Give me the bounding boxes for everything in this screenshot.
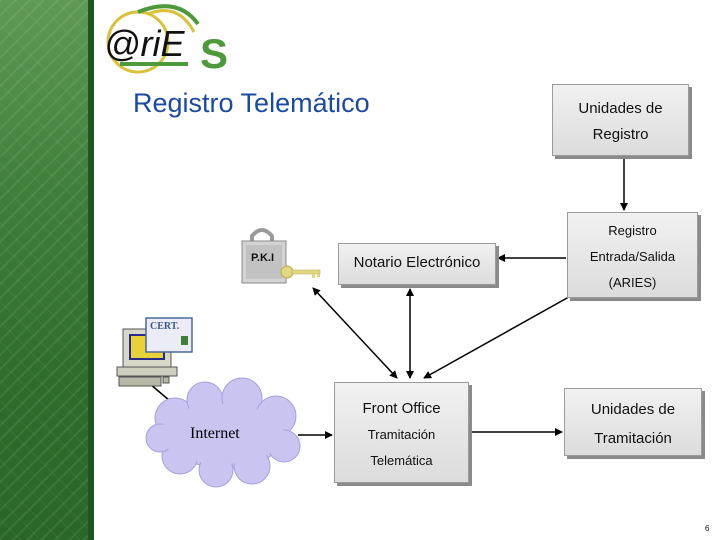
arrow-pki-to-front bbox=[312, 287, 398, 379]
unidades-de-tramitacion-box: Unidades de Tramitación bbox=[564, 388, 702, 456]
sidebar-edge bbox=[88, 0, 94, 540]
notario-electronico-box: Notario Electrónico bbox=[338, 243, 496, 285]
box-line: Unidades de bbox=[578, 100, 663, 117]
front-office-box: Front Office Tramitación Telemática bbox=[334, 382, 469, 483]
svg-text:S: S bbox=[200, 30, 228, 74]
box-line: Tramitación bbox=[594, 430, 672, 447]
cert-label: CERT. bbox=[150, 321, 180, 332]
page-title: Registro Telemático bbox=[133, 88, 370, 118]
svg-text:@riE: @riE bbox=[104, 23, 186, 64]
box-line: Telemática bbox=[370, 453, 433, 468]
box-line: Entrada/Salida bbox=[589, 249, 676, 264]
decorative-sidebar bbox=[0, 0, 92, 540]
aries-logo: @riE S bbox=[104, 4, 228, 74]
box-line: Tramitación bbox=[367, 427, 436, 442]
internet-label: Internet bbox=[190, 425, 240, 442]
box-line: Notario Electrónico bbox=[353, 254, 481, 271]
page-number: 6 bbox=[705, 524, 710, 533]
box-line: (ARIES) bbox=[608, 275, 657, 290]
box-line: Registro bbox=[592, 126, 649, 143]
unidades-de-registro-box: Unidades de Registro bbox=[552, 84, 689, 156]
box-line: Front Office bbox=[362, 400, 441, 417]
registro-entrada-salida-box: Registro Entrada/Salida (ARIES) bbox=[567, 212, 698, 298]
arrow-registro-front bbox=[423, 292, 577, 379]
pki-label: P.K.I bbox=[251, 252, 275, 264]
box-line: Unidades de bbox=[590, 401, 676, 418]
box-line: Registro bbox=[608, 223, 657, 238]
